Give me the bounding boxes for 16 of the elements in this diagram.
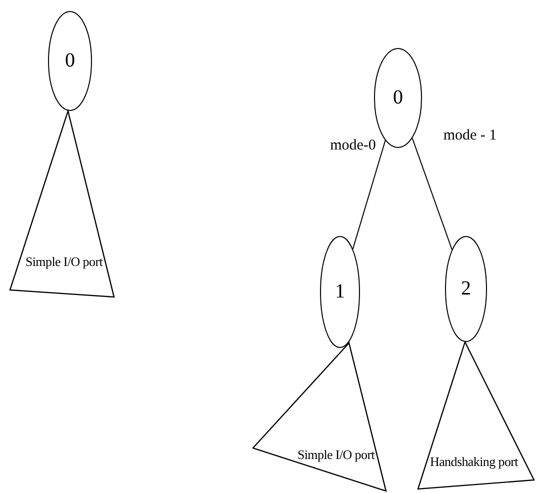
node-label: Simple I/O port bbox=[25, 254, 103, 270]
node-label: 2 bbox=[461, 278, 471, 300]
ellipse-node bbox=[374, 48, 422, 148]
triangle-node bbox=[10, 111, 114, 297]
node-label: 0 bbox=[393, 86, 403, 110]
node-label: 1 bbox=[335, 280, 345, 304]
node-label: Simple I/O port bbox=[297, 447, 375, 463]
ellipse-node bbox=[48, 11, 92, 111]
triangle-node bbox=[418, 342, 534, 489]
connector-line bbox=[352, 140, 386, 250]
ellipse-node bbox=[320, 236, 360, 348]
ellipse-node bbox=[445, 236, 487, 342]
node-label: Handshaking port bbox=[430, 454, 518, 470]
node-label: 0 bbox=[65, 50, 75, 72]
connector-line bbox=[412, 138, 452, 250]
triangle-node bbox=[253, 343, 386, 491]
